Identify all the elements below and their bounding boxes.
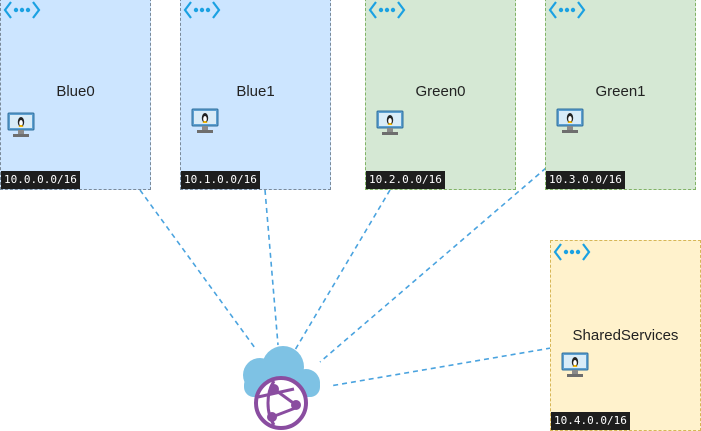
vnet-green1[interactable]: Green1 10.3.0.0/16 bbox=[545, 0, 696, 190]
virtual-network-icon bbox=[368, 1, 406, 19]
virtual-network-icon bbox=[553, 243, 591, 261]
link-shared bbox=[329, 347, 552, 387]
vnet-green0[interactable]: Green0 10.2.0.0/16 bbox=[365, 0, 516, 190]
linux-vm-icon bbox=[376, 110, 404, 135]
linux-vm-icon bbox=[561, 352, 589, 377]
vnet-shared-services[interactable]: SharedServices 10.4.0.0/16 bbox=[550, 240, 701, 431]
vnet-name: SharedServices bbox=[572, 327, 679, 344]
vnet-blue0[interactable]: Blue0 10.0.0.0/16 bbox=[0, 0, 151, 190]
vnet-name: Green0 bbox=[415, 83, 466, 100]
link-blue1 bbox=[264, 189, 279, 346]
linux-vm-icon bbox=[7, 112, 35, 137]
vnet-blue1[interactable]: Blue1 10.1.0.0/16 bbox=[180, 0, 331, 190]
cidr-label: 10.1.0.0/16 bbox=[181, 171, 260, 189]
virtual-network-icon bbox=[183, 1, 221, 19]
link-blue0 bbox=[139, 189, 256, 349]
virtual-network-icon bbox=[3, 1, 41, 19]
cidr-label: 10.2.0.0/16 bbox=[366, 171, 445, 189]
cidr-label: 10.4.0.0/16 bbox=[551, 412, 630, 430]
linux-vm-icon bbox=[191, 108, 219, 133]
virtual-wan-hub-icon[interactable] bbox=[236, 345, 326, 431]
link-green0 bbox=[294, 189, 391, 351]
vnet-name: Green1 bbox=[595, 83, 646, 100]
cidr-label: 10.3.0.0/16 bbox=[546, 171, 625, 189]
virtual-network-icon bbox=[548, 1, 586, 19]
cidr-label: 10.0.0.0/16 bbox=[1, 171, 80, 189]
link-green1 bbox=[319, 167, 547, 363]
vnet-name: Blue0 bbox=[56, 83, 95, 100]
vnet-name: Blue1 bbox=[236, 83, 275, 100]
linux-vm-icon bbox=[556, 108, 584, 133]
